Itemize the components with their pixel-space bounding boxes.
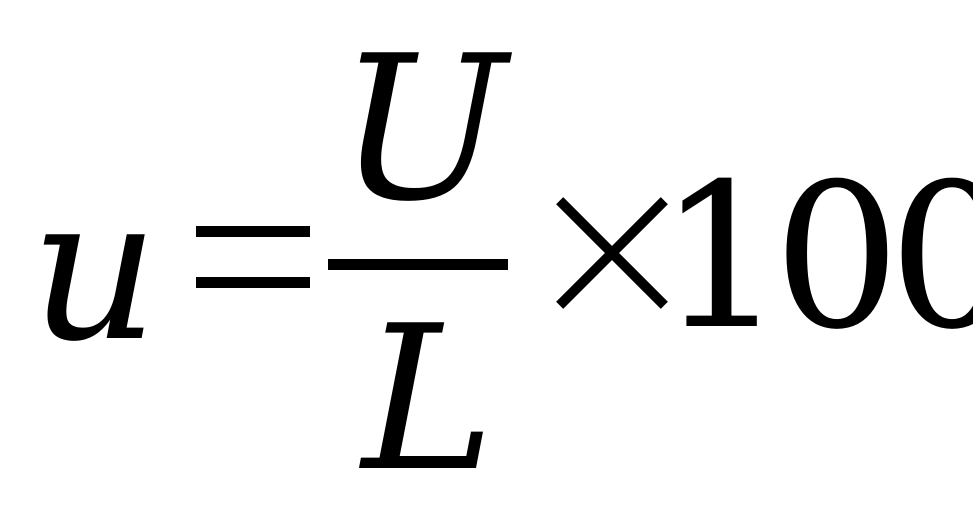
fraction-denominator: L (362, 283, 495, 516)
fraction-bar (328, 259, 508, 270)
equals-bar-top (196, 226, 310, 237)
multiplier-number: 100 (658, 141, 973, 374)
fraction-numerator: U (338, 13, 507, 246)
equals-bar-bottom (196, 277, 310, 288)
equals-sign (196, 226, 310, 288)
times-sign (554, 196, 670, 312)
lhs-variable: u (30, 153, 159, 386)
